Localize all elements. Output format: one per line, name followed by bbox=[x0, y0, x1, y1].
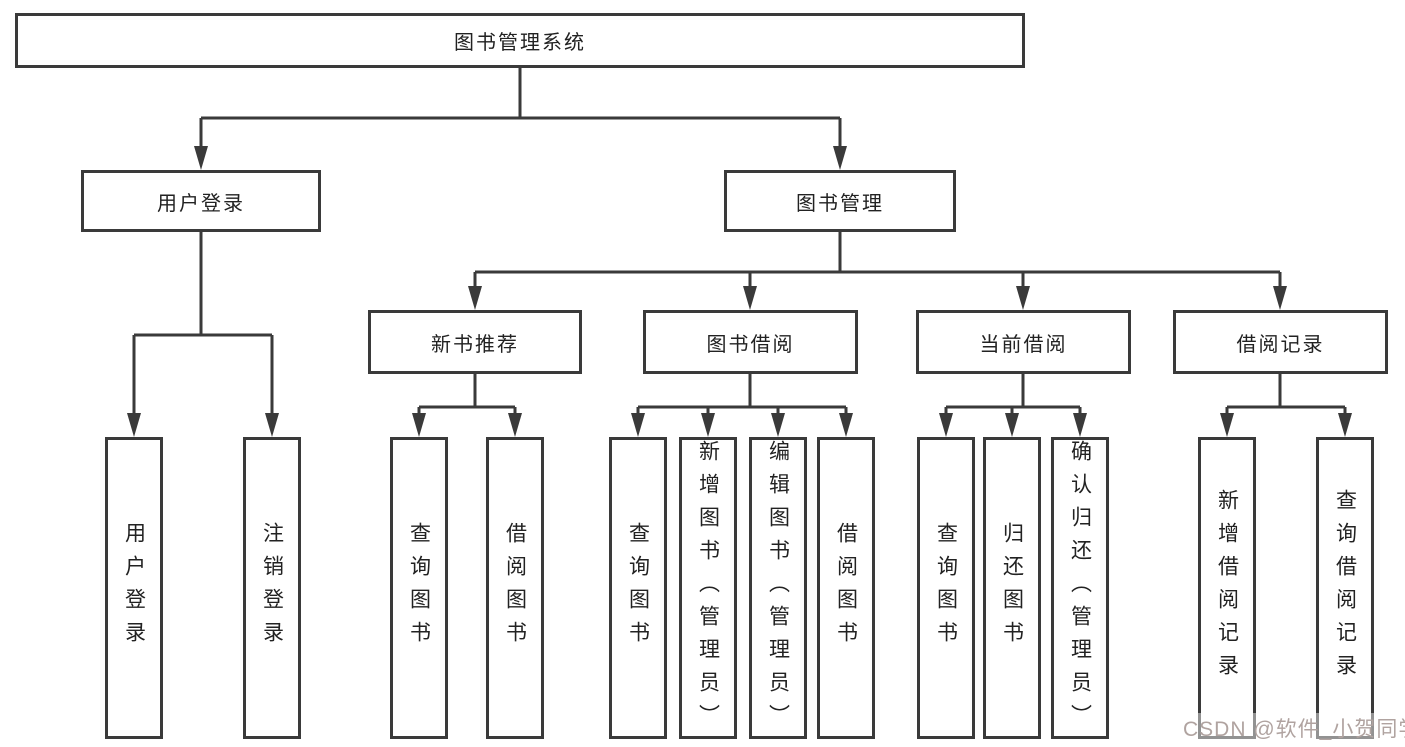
node-label: 查询借阅记录 bbox=[1333, 489, 1357, 687]
arrowhead bbox=[1273, 286, 1287, 310]
node-label: 新增图书（管理员） bbox=[696, 439, 720, 737]
arrowhead bbox=[508, 413, 522, 437]
node-book-management: 图书管理 bbox=[724, 170, 956, 232]
node-label: 查询图书 bbox=[934, 522, 958, 654]
node-label: 图书管理系统 bbox=[454, 32, 586, 54]
leaf-borrow-books-borrow: 借阅图书 bbox=[817, 437, 875, 739]
leaf-add-borrow-record: 新增借阅记录 bbox=[1198, 437, 1256, 739]
node-label: 借阅记录 bbox=[1236, 333, 1325, 356]
arrowhead bbox=[743, 286, 757, 310]
leaf-logout: 注销登录 bbox=[243, 437, 301, 739]
arrowhead bbox=[1073, 413, 1087, 437]
arrowhead bbox=[265, 413, 279, 437]
leaf-query-books-current: 查询图书 bbox=[917, 437, 975, 739]
leaf-add-book-admin: 新增图书（管理员） bbox=[679, 437, 737, 739]
watermark: CSDN @软件_小贺同学 bbox=[1183, 713, 1405, 743]
leaf-edit-book-admin: 编辑图书（管理员） bbox=[749, 437, 807, 739]
node-user-login: 用户登录 bbox=[81, 170, 321, 232]
arrowhead bbox=[468, 286, 482, 310]
leaf-query-books-borrow: 查询图书 bbox=[609, 437, 667, 739]
node-label: 查询图书 bbox=[407, 522, 431, 654]
node-label: 确认归还（管理员） bbox=[1068, 439, 1092, 737]
arrowhead bbox=[1016, 286, 1030, 310]
node-book-borrow: 图书借阅 bbox=[643, 310, 858, 374]
leaf-query-books-recommend: 查询图书 bbox=[390, 437, 448, 739]
arrowhead bbox=[833, 146, 847, 170]
node-label: 用户登录 bbox=[157, 192, 245, 215]
leaf-return-books: 归还图书 bbox=[983, 437, 1041, 739]
arrowhead bbox=[1338, 413, 1352, 437]
leaf-user-login: 用户登录 bbox=[105, 437, 163, 739]
node-label: 用户登录 bbox=[122, 522, 146, 654]
arrowhead bbox=[701, 413, 715, 437]
arrowhead bbox=[839, 413, 853, 437]
node-label: 借阅图书 bbox=[503, 522, 527, 654]
arrowhead bbox=[1005, 413, 1019, 437]
leaf-confirm-return-admin: 确认归还（管理员） bbox=[1051, 437, 1109, 739]
node-new-book-recommend: 新书推荐 bbox=[368, 310, 582, 374]
node-label: 借阅图书 bbox=[834, 522, 858, 654]
node-label: 编辑图书（管理员） bbox=[766, 439, 790, 737]
arrowhead bbox=[771, 413, 785, 437]
node-current-borrow: 当前借阅 bbox=[916, 310, 1131, 374]
node-label: 图书管理 bbox=[796, 192, 884, 215]
node-label: 归还图书 bbox=[1000, 522, 1024, 654]
node-label: 查询图书 bbox=[626, 522, 650, 654]
node-borrow-records: 借阅记录 bbox=[1173, 310, 1388, 374]
leaf-borrow-books-recommend: 借阅图书 bbox=[486, 437, 544, 739]
arrowhead bbox=[412, 413, 426, 437]
leaf-query-borrow-record: 查询借阅记录 bbox=[1316, 437, 1374, 739]
node-label: 新增借阅记录 bbox=[1215, 489, 1239, 687]
node-label: 新书推荐 bbox=[431, 333, 519, 356]
arrowhead bbox=[1220, 413, 1234, 437]
node-label: 当前借阅 bbox=[979, 333, 1068, 356]
node-label: 图书借阅 bbox=[706, 333, 795, 356]
arrowhead bbox=[631, 413, 645, 437]
arrowhead bbox=[939, 413, 953, 437]
arrowhead bbox=[127, 413, 141, 437]
node-label: 注销登录 bbox=[260, 522, 284, 654]
node-root-book-management-system: 图书管理系统 bbox=[15, 13, 1025, 68]
arrowhead bbox=[194, 146, 208, 170]
